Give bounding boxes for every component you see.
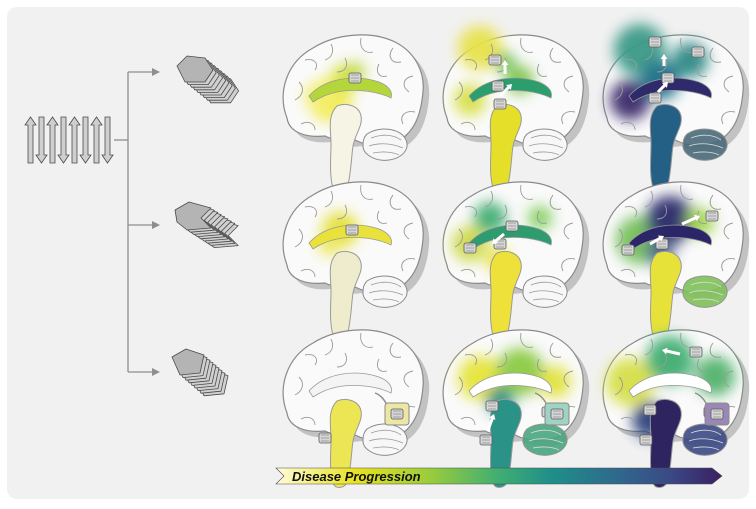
aggregate-icon: [661, 72, 675, 84]
brain-panel-row3-mid: [442, 329, 590, 488]
strand-down: [79, 116, 92, 164]
aggregate-icon: [463, 242, 477, 254]
brain-panel-row3-late: [602, 329, 750, 488]
strand-down: [35, 116, 48, 164]
aggregate-icon: [643, 404, 657, 416]
spread-arrow-icon: [498, 84, 512, 98]
aggregate-icon: [390, 408, 404, 420]
aggregate-icon: [621, 244, 635, 256]
strand-up: [24, 116, 37, 164]
strand-up: [68, 116, 81, 164]
brain-panel-row2-late: [602, 181, 750, 340]
aggregate-icon: [491, 80, 505, 92]
brain-panel-row3-early: [282, 329, 430, 488]
aggregate-icon: [689, 346, 703, 358]
brain-panel-row2-early: [282, 181, 430, 340]
aggregate-icon: [318, 432, 332, 444]
branch-connectors: [114, 68, 160, 376]
strand-down: [101, 116, 114, 164]
disease-progression-bar: Disease Progression: [275, 467, 723, 485]
aggregate-icon: [348, 72, 362, 84]
spread-arrow-icon: [492, 232, 505, 244]
aggregate-icon: [493, 98, 507, 110]
spread-arrow-icon: [656, 82, 668, 94]
brain-panel-row1-early: [282, 34, 430, 193]
aggregate-icon: [710, 408, 724, 420]
beta-sheet-monomer-icon: [24, 116, 114, 164]
aggregate-icon: [345, 224, 359, 236]
strand-down: [57, 116, 70, 164]
aggregate-icon: [485, 400, 499, 412]
strand-up: [90, 116, 103, 164]
brain-panel-row1-mid: [442, 26, 590, 193]
brain-panel-row1-late: [602, 24, 750, 193]
aggregate-icon: [550, 408, 564, 420]
disease-progression-label: Disease Progression: [292, 469, 421, 484]
spread-arrow-icon: [649, 235, 664, 246]
brain-panel-row2-mid: [442, 181, 590, 340]
fibril-strain-icon: [176, 55, 239, 104]
aggregate-icon: [648, 92, 662, 104]
spread-arrow-icon: [681, 214, 700, 226]
spread-arrow-icon: [660, 54, 668, 66]
aggregate-icon: [691, 46, 705, 58]
aggregate-icon: [479, 434, 493, 446]
aggregate-icon: [488, 54, 502, 66]
strand-up: [46, 116, 59, 164]
fibril-strain-icon: [171, 348, 229, 397]
aggregate-icon: [705, 210, 719, 222]
fibril-strain-icon: [174, 201, 239, 248]
spread-arrow-icon: [695, 376, 702, 385]
aggregate-icon: [639, 434, 653, 446]
spread-arrow-icon: [501, 60, 509, 74]
aggregate-icon: [505, 220, 519, 232]
spread-arrow-icon: [662, 347, 681, 356]
spread-arrow-icon: [486, 414, 496, 431]
aggregate-icon: [648, 36, 662, 48]
